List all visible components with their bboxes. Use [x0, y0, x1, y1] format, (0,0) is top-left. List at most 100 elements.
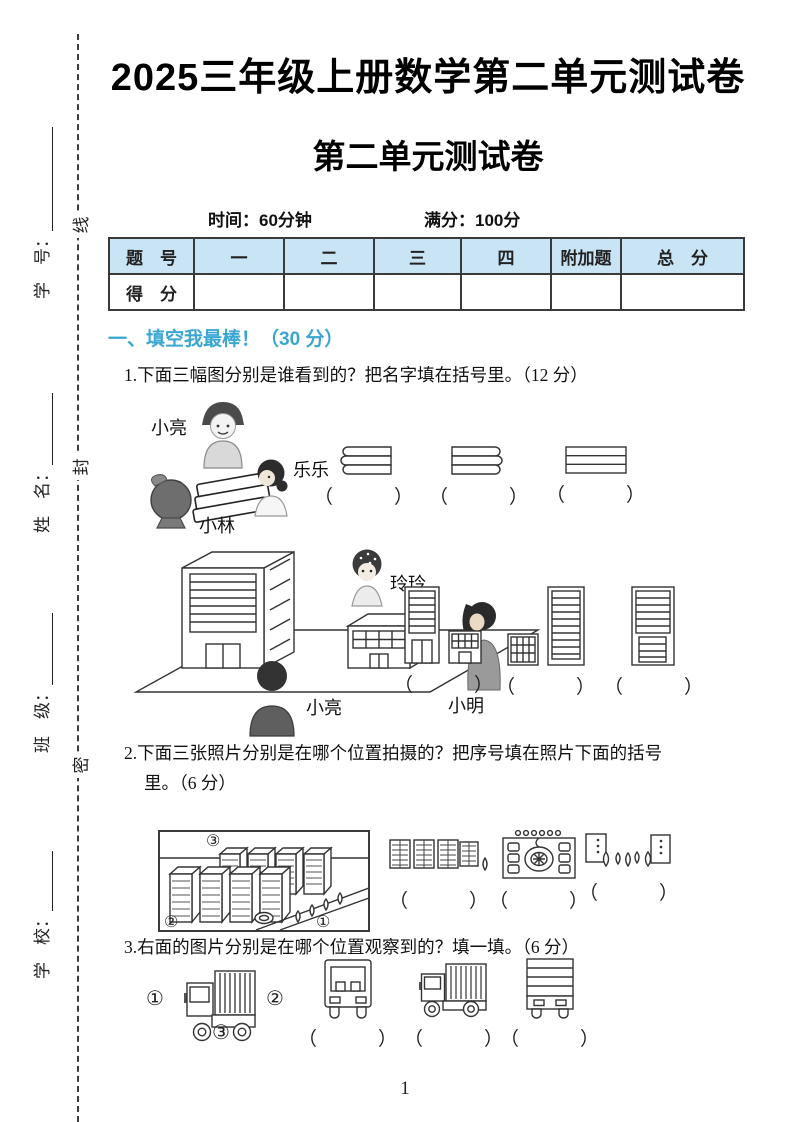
- book-stack-right-spine-view: [451, 446, 503, 475]
- small-tree: [482, 856, 488, 872]
- answer-blank: （ ）: [488, 891, 589, 912]
- school-label: 学 校：: [33, 911, 52, 979]
- score-cell-part3: [373, 273, 462, 311]
- answer-blank: （ ）: [545, 485, 646, 506]
- q3-answer-side-view: （ ）: [404, 958, 504, 1051]
- q3-marker-1: ①: [146, 988, 164, 1010]
- truck-back-view: [526, 958, 574, 1019]
- q1-answer-book-right-view: （ ）: [423, 446, 535, 509]
- question2-text-line1: 2.下面三张照片分别是在哪个位置拍摄的？把序号填在照片下面的括号: [124, 743, 663, 763]
- answer-blank: （ ）: [495, 677, 596, 698]
- school-field: 学 校：: [29, 817, 53, 979]
- girl-figure-lingling: [351, 549, 383, 607]
- q3-answer-front-view: （ ）: [298, 958, 398, 1051]
- answer-blank: （ ）: [404, 1029, 505, 1050]
- truck-side-view: [419, 963, 487, 1018]
- label-xiaolin: 小林: [199, 516, 235, 536]
- answer-blank: （ ）: [428, 487, 529, 508]
- book-stack: [192, 471, 272, 523]
- seal-char-line: 线: [67, 212, 91, 238]
- marker-1: ①: [316, 914, 330, 931]
- roadside-trees: [295, 891, 343, 924]
- q2-scene-map-illustration: ③ ② ①: [158, 830, 370, 932]
- class-blank-line: [34, 613, 53, 685]
- q2-photo-top-view: （ ）: [486, 828, 592, 913]
- name-blank-line: [34, 393, 53, 465]
- table-header-part1: 一: [193, 237, 285, 275]
- seal-char-mi: 密: [67, 752, 91, 778]
- q1-scene-buildings-illustration: 玲玲 小明 小亮: [133, 549, 541, 737]
- marker-3: ③: [206, 833, 220, 850]
- tall-left-short-right-view: [404, 586, 482, 664]
- table-header-total: 总 分: [620, 237, 745, 275]
- photo-buildings-and-trees: [585, 833, 671, 868]
- answer-blank: （ ）: [578, 883, 679, 904]
- label-xiaoming: 小明: [448, 696, 484, 716]
- q2-photo-front-row: （ ）: [386, 832, 492, 913]
- photo-building-row: [389, 839, 488, 872]
- globe-figure-xiaolin: [150, 474, 192, 529]
- time-label: 时间：60分钟: [208, 211, 312, 230]
- trees-row: [602, 850, 652, 868]
- front-building-row: [168, 865, 292, 924]
- score-row-label: 得 分: [108, 273, 195, 311]
- student-id-field: 学 号：: [29, 93, 53, 299]
- q3-marker-2: ②: [266, 988, 284, 1010]
- book-stack-front-view: [565, 446, 627, 474]
- class-field: 班 级：: [29, 579, 53, 753]
- question3-text: 3.右面的图片分别是在哪个位置观察到的？填一填。（6 分）: [124, 937, 579, 957]
- tall-building: [181, 550, 295, 670]
- test-paper-main: 2025三年级上册数学第二单元测试卷 第二单元测试卷 时间：60分钟 满分：10…: [108, 0, 748, 1122]
- q1-answer-buildings-view3: （ ）: [598, 586, 710, 699]
- q3-answer-back-view: （ ）: [500, 958, 600, 1051]
- label-xiaoliang-2: 小亮: [306, 698, 342, 718]
- table-header-question-no: 题 号: [108, 237, 195, 275]
- section-one-heading: 一、填空我最棒！（30 分）: [108, 329, 344, 350]
- label-lele: 乐乐: [293, 460, 329, 480]
- answer-blank: （ ）: [500, 1029, 601, 1050]
- class-label: 班 级：: [33, 685, 52, 753]
- page-title: 2025三年级上册数学第二单元测试卷: [110, 57, 746, 99]
- q3-scene-truck-illustration: [184, 970, 256, 1042]
- question2-text-line2: 里。（6 分）: [144, 773, 236, 793]
- tall-front-short-behind-view: [631, 586, 675, 666]
- page-subtitle: 第二单元测试卷: [312, 138, 544, 175]
- table-header-part2: 二: [283, 237, 375, 275]
- truck-mirror: [184, 993, 187, 1003]
- boy-figure-xiaoliang: [202, 402, 244, 469]
- table-header-bonus: 附加题: [550, 237, 622, 275]
- label-xiaoliang: 小亮: [151, 418, 187, 438]
- score-cell-total: [620, 273, 745, 311]
- full-score-label: 满分：100分: [424, 211, 521, 230]
- book-stack-left-spine-view: [340, 446, 392, 475]
- truck-window: [189, 986, 210, 1003]
- q1-answer-book-front-view: （ ）: [540, 446, 652, 507]
- q3-marker-3: ③: [212, 1022, 230, 1044]
- photo-aerial-view: [502, 829, 576, 879]
- answer-blank: （ ）: [603, 677, 704, 698]
- score-cell-part2: [283, 273, 375, 311]
- score-cell-bonus: [550, 273, 622, 311]
- seal-char-feng: 封: [67, 454, 91, 480]
- q2-photo-side-trees: （ ）: [576, 832, 682, 905]
- answer-blank: （ ）: [393, 675, 494, 696]
- seal-dashed-line: [77, 34, 79, 1122]
- school-blank-line: [34, 851, 53, 911]
- score-cell-part4: [460, 273, 552, 311]
- short-left-tall-right-view: [507, 586, 585, 666]
- q1-answer-book-left-view: （ ）: [308, 446, 420, 509]
- name-label: 姓 名：: [33, 465, 52, 533]
- score-table: 题 号 一 二 三 四 附加题 总 分 得 分: [108, 237, 745, 311]
- table-header-part3: 三: [373, 237, 462, 275]
- page-number: 1: [400, 1078, 410, 1099]
- answer-blank: （ ）: [298, 1029, 399, 1050]
- q1-answer-buildings-view2: （ ）: [490, 586, 602, 699]
- question1-text: 1.下面三幅图分别是谁看到的？把名字填在括号里。（12 分）: [124, 365, 588, 385]
- student-id-blank-line: [34, 127, 53, 231]
- student-id-label: 学 号：: [33, 231, 52, 299]
- name-field: 姓 名：: [29, 359, 53, 533]
- truck-front-view: [324, 959, 372, 1019]
- girl-figure-lele: [254, 459, 288, 517]
- answer-blank: （ ）: [388, 891, 489, 912]
